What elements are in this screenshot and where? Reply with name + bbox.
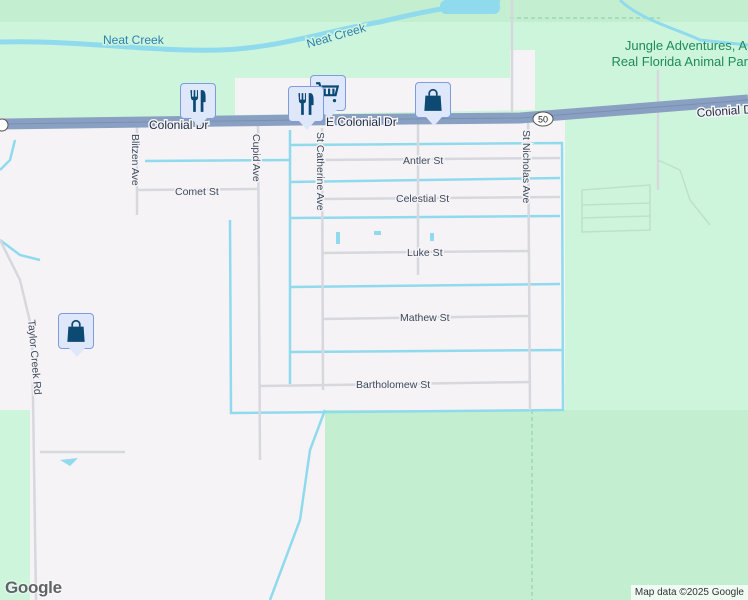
restaurant-marker[interactable] — [180, 83, 216, 127]
creek-branch — [618, 0, 748, 47]
pond — [440, 0, 500, 14]
neat-creek-label: Neat Creek — [103, 33, 165, 47]
comet-st-label: Comet St — [175, 186, 219, 198]
blitzen-ave-label: Blitzen Ave — [129, 134, 141, 186]
fork-knife-icon — [190, 90, 206, 112]
st-nicholas-ave-label: St Nicholas Ave — [520, 130, 532, 204]
local-streets — [0, 0, 660, 600]
pond — [336, 232, 340, 244]
shopping-bag-icon — [67, 319, 85, 342]
pond — [374, 231, 381, 235]
shopping-marker[interactable] — [415, 82, 451, 126]
fork-knife-icon — [298, 93, 314, 115]
colonial-dr-east-label: Colonial D — [696, 102, 748, 120]
park-label-line1[interactable]: Jungle Adventures, A — [625, 38, 747, 53]
park-label-line2[interactable]: Real Florida Animal Par — [611, 54, 748, 69]
park-area-south — [325, 410, 748, 600]
st-catherine-ave-label: St Catherine Ave — [314, 132, 326, 211]
shopping-marker[interactable] — [58, 313, 94, 357]
bartholomew-st-label: Bartholomew St — [356, 379, 430, 391]
google-logo[interactable]: Google — [5, 578, 62, 597]
mathew-st-label: Mathew St — [400, 312, 450, 324]
cupid-ave-label: Cupid Ave — [250, 134, 262, 182]
route-50-shield: 50 — [532, 111, 554, 127]
restaurant-marker[interactable] — [288, 86, 324, 130]
route-shield-partial — [0, 118, 9, 132]
park-trails — [581, 159, 711, 233]
antler-st-label: Antler St — [403, 155, 443, 167]
celestial-st-label: Celestial St — [396, 193, 449, 205]
park-area-southwest — [0, 410, 30, 600]
pond — [60, 458, 78, 466]
neat-creek — [0, 0, 501, 53]
park-area-east — [565, 100, 748, 410]
luke-st-label: Luke St — [407, 247, 443, 259]
canals — [0, 130, 565, 600]
shopping-cart-icon — [316, 82, 340, 103]
map-attribution[interactable]: Map data ©2025 Google — [630, 585, 748, 600]
shopping-bag-icon — [424, 88, 442, 111]
svg-text:50: 50 — [538, 115, 548, 125]
e-colonial-dr-label: E Colonial Dr — [326, 115, 397, 129]
pond — [430, 233, 434, 241]
park-area-north-dark — [0, 0, 748, 22]
